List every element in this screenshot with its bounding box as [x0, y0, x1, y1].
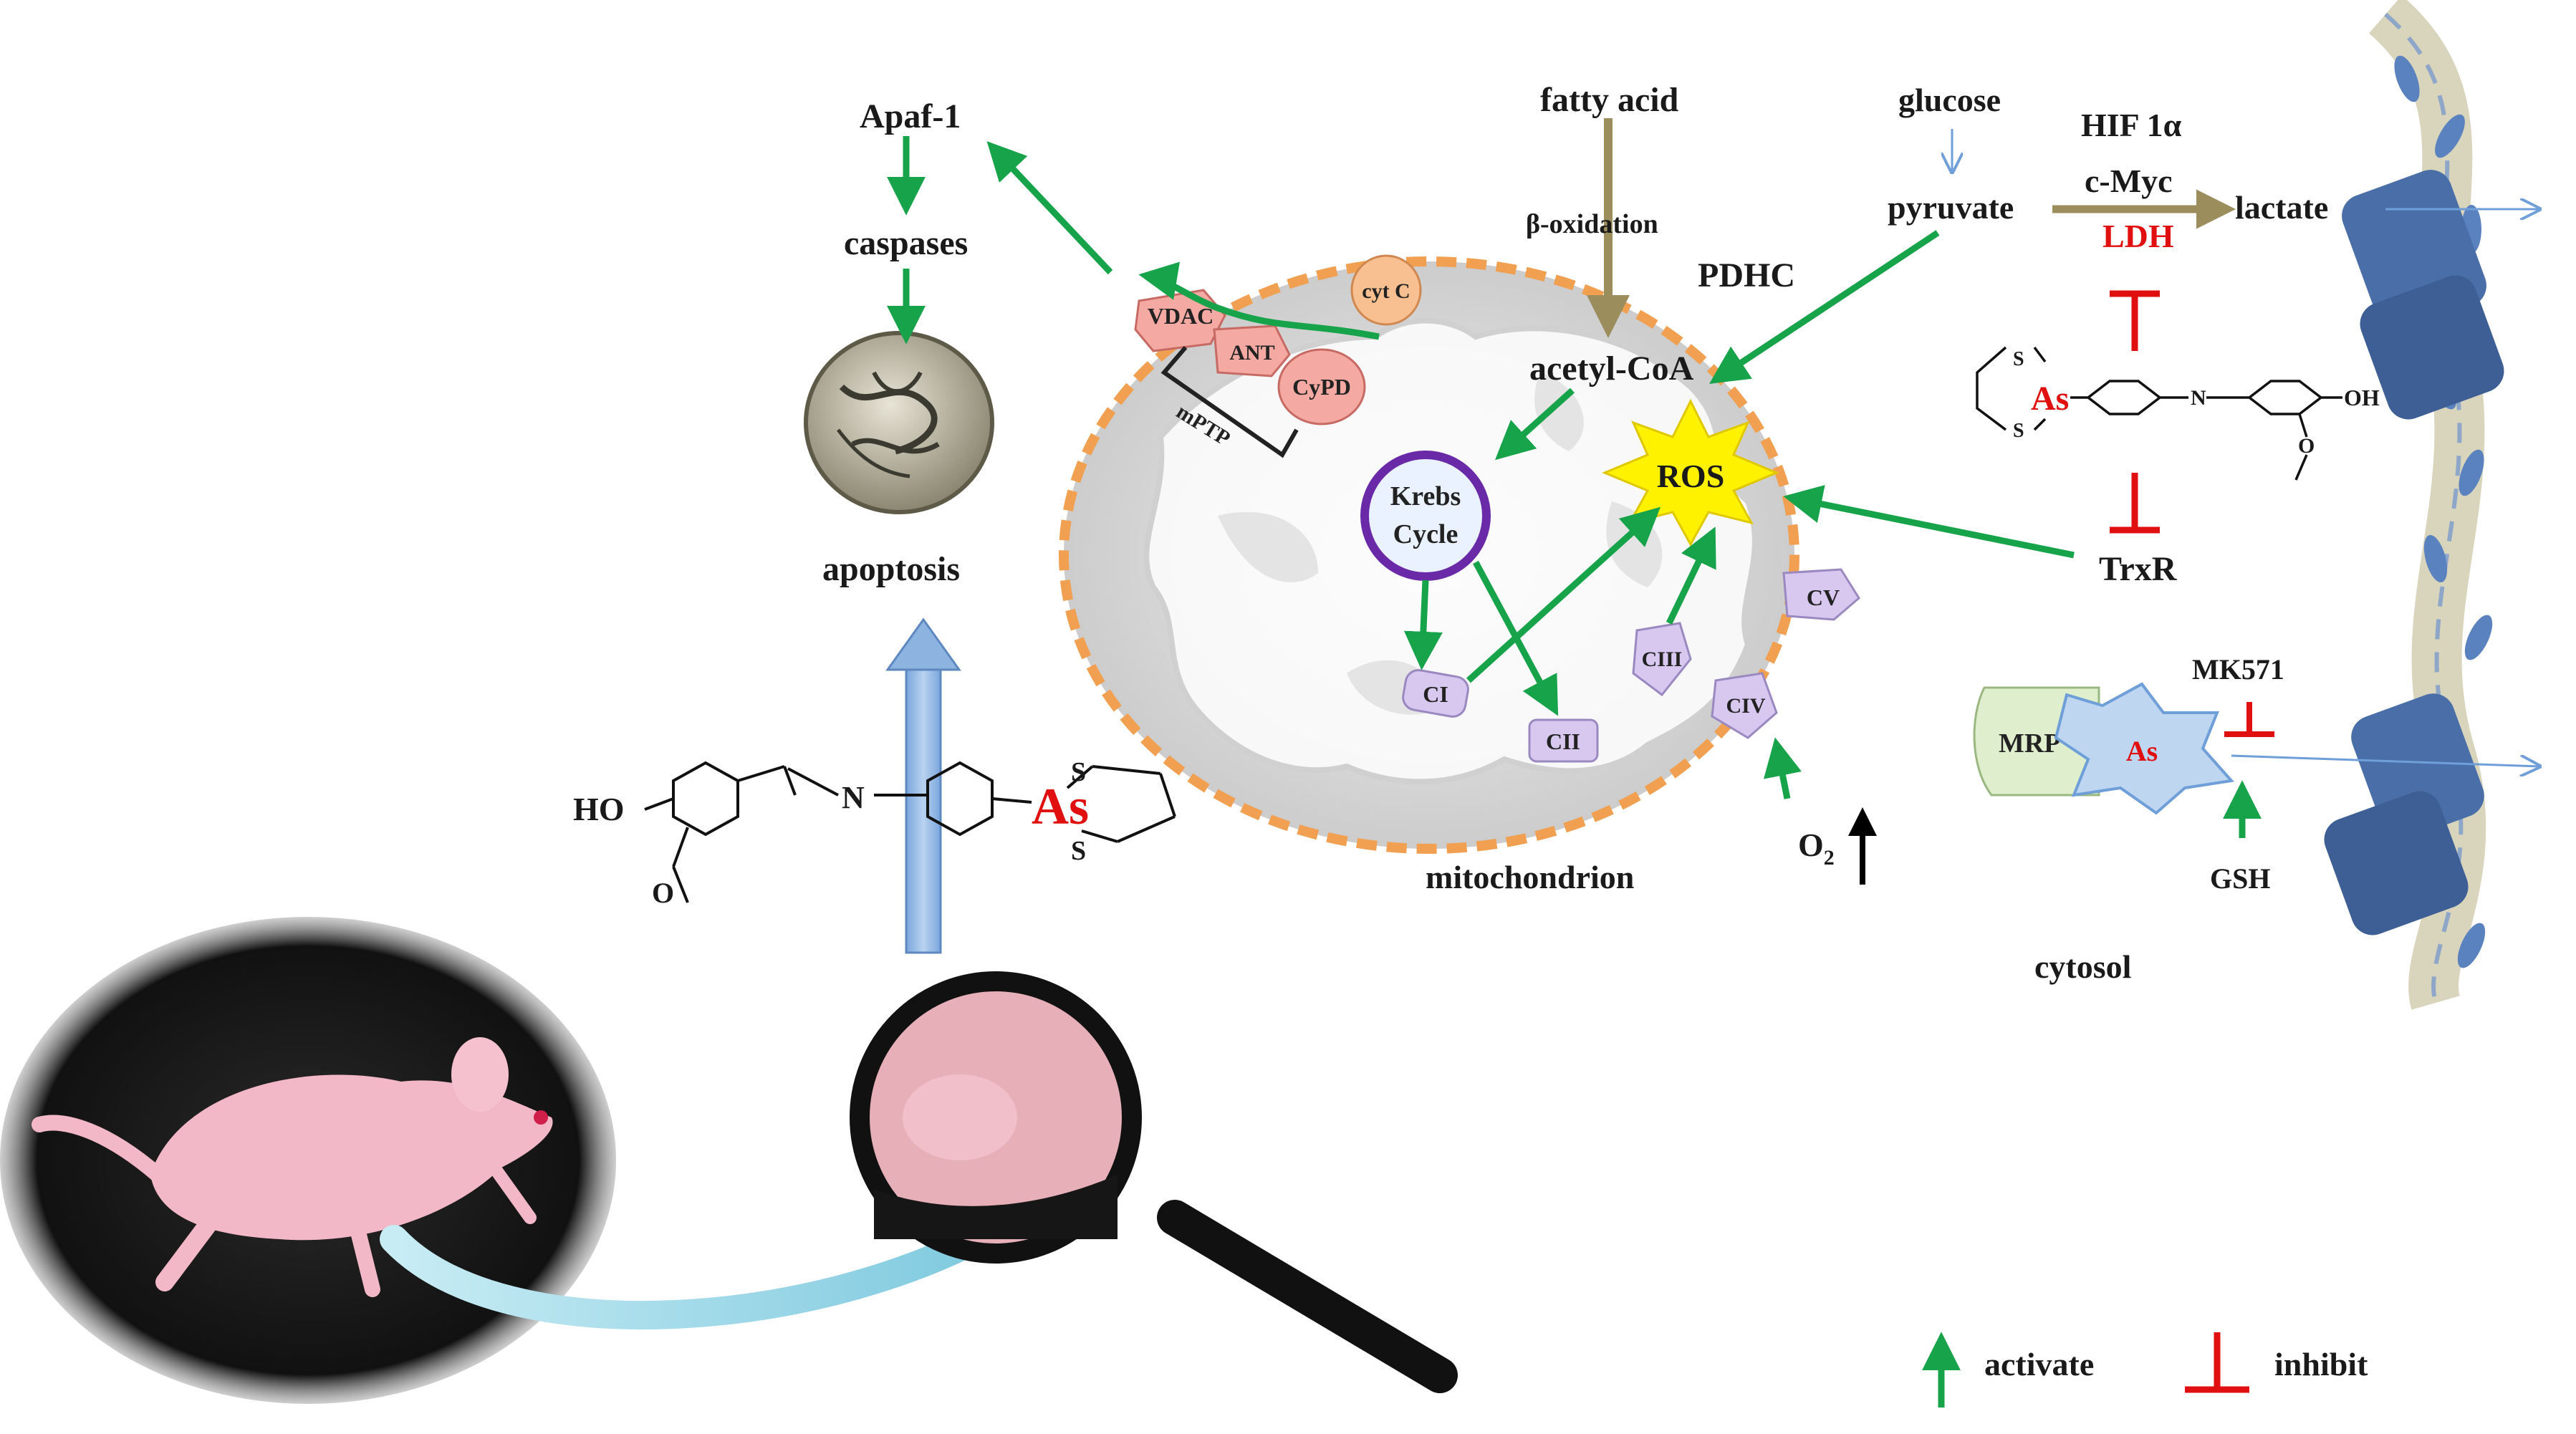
arrow-ci-ros [1466, 506, 1661, 683]
svg-text:HO: HO [573, 791, 625, 827]
label-o2: O2 [1798, 827, 1835, 870]
complex-ciii: CIII [1632, 622, 1692, 697]
label-caspases: caspases [844, 224, 968, 262]
svg-text:O: O [2298, 434, 2315, 458]
inhibit-mrp-mk571 [2224, 702, 2274, 737]
svg-text:OH: OH [2344, 385, 2380, 410]
molecule-labels-large: HO N O As S S [573, 757, 1089, 909]
label-beta-oxidation: β-oxidation [1526, 209, 1658, 239]
complex-cii: CII [1528, 718, 1599, 763]
svg-text:CIII: CIII [1642, 648, 1683, 671]
magnifier-image [850, 971, 1458, 1393]
complex-ci: CI [1402, 669, 1469, 718]
svg-text:S: S [2013, 420, 2024, 442]
arrow-pyruvate-acetylcoa [1708, 230, 1940, 384]
inhibit-trxr [2110, 473, 2160, 534]
svg-text:MRP: MRP [1999, 728, 2061, 759]
svg-text:CI: CI [1423, 681, 1448, 707]
svg-text:ROS: ROS [1657, 458, 1725, 494]
mptp-complex: VDAC ANT CyPD mPTP [1134, 289, 1366, 458]
svg-text:O: O [652, 877, 674, 909]
cytochrome-c: cyt C [1350, 254, 1422, 326]
transporter-top [2342, 170, 2504, 420]
svg-text:As: As [1032, 778, 1089, 835]
complex-civ: CIV [1711, 672, 1778, 739]
svg-text:S: S [1071, 757, 1086, 787]
legend: activate inhibit [1922, 1332, 2368, 1407]
arrow-ciii-ros [1666, 526, 1716, 625]
label-lactate: lactate [2235, 189, 2328, 226]
legend-inhibit-label: inhibit [2274, 1346, 2368, 1382]
mrp-transporter: MRP As [1973, 682, 2234, 815]
svg-text:cyt C: cyt C [1362, 279, 1410, 303]
label-trxr: TrxR [2099, 550, 2178, 588]
inhibit-ldh [2110, 290, 2160, 351]
svg-text:S: S [1071, 836, 1086, 866]
legend-inhibit-icon [2185, 1332, 2249, 1393]
label-glucose: glucose [1898, 82, 2001, 118]
label-apaf1: Apaf-1 [860, 97, 961, 135]
svg-text:CIV: CIV [1726, 694, 1765, 718]
svg-text:As: As [2031, 380, 2069, 418]
arrow-mptp-apaf [986, 141, 1113, 275]
complex-cv: CV [1782, 568, 1860, 621]
arrow-cytc-release [1138, 261, 1380, 340]
arsenic-compound-structure-small [1976, 346, 2342, 481]
label-ldh: LDH [2102, 218, 2174, 254]
label-cytosol: cytosol [2034, 948, 2131, 985]
svg-text:ANT: ANT [1229, 341, 1274, 365]
molecule-labels-small: S S As N OH O [2013, 348, 2380, 458]
legend-activate-label: activate [1984, 1346, 2094, 1382]
svg-text:N: N [842, 780, 865, 815]
arrow-krebs-ci [1403, 579, 1443, 670]
arrow-o2-civ [1763, 737, 1802, 799]
label-cmyc: c-Myc [2085, 163, 2173, 199]
arrow-as-export [2231, 754, 2539, 766]
label-pdhc: PDHC [1698, 256, 1795, 294]
arrow-trxr-ros [1783, 485, 2075, 559]
label-mitochondrion: mitochondrion [1426, 859, 1634, 895]
svg-text:As: As [2126, 735, 2158, 767]
transporter-bottom [2324, 693, 2484, 935]
label-pyruvate: pyruvate [1888, 189, 2014, 226]
label-fatty-acid: fatty acid [1540, 81, 1679, 119]
label-mk571: MK571 [2192, 653, 2284, 685]
svg-text:CII: CII [1546, 728, 1580, 754]
svg-text:N: N [2191, 386, 2206, 410]
svg-text:Cycle: Cycle [1393, 519, 1458, 549]
label-acetyl-coa: acetyl-CoA [1529, 350, 1694, 388]
svg-text:CyPD: CyPD [1292, 374, 1351, 400]
cell-membrane [2324, 0, 2504, 1010]
svg-text:CV: CV [1807, 584, 1840, 610]
label-apoptosis: apoptosis [822, 550, 960, 588]
krebs-cycle: Krebs Cycle [1360, 451, 1491, 581]
arsenic-compound-structure-large [644, 761, 1176, 903]
svg-text:S: S [2013, 348, 2024, 370]
label-hif1a: HIF 1α [2081, 107, 2182, 143]
apoptotic-cell-image [804, 331, 994, 514]
svg-text:VDAC: VDAC [1148, 303, 1213, 329]
treatment-arrow [885, 617, 961, 954]
zoom-curve-arrow [380, 1203, 1028, 1329]
svg-text:Krebs: Krebs [1390, 481, 1461, 511]
arrow-acetylcoa-krebs [1494, 388, 1575, 461]
mouse-photo [0, 917, 616, 1404]
label-gsh: GSH [2210, 862, 2270, 895]
